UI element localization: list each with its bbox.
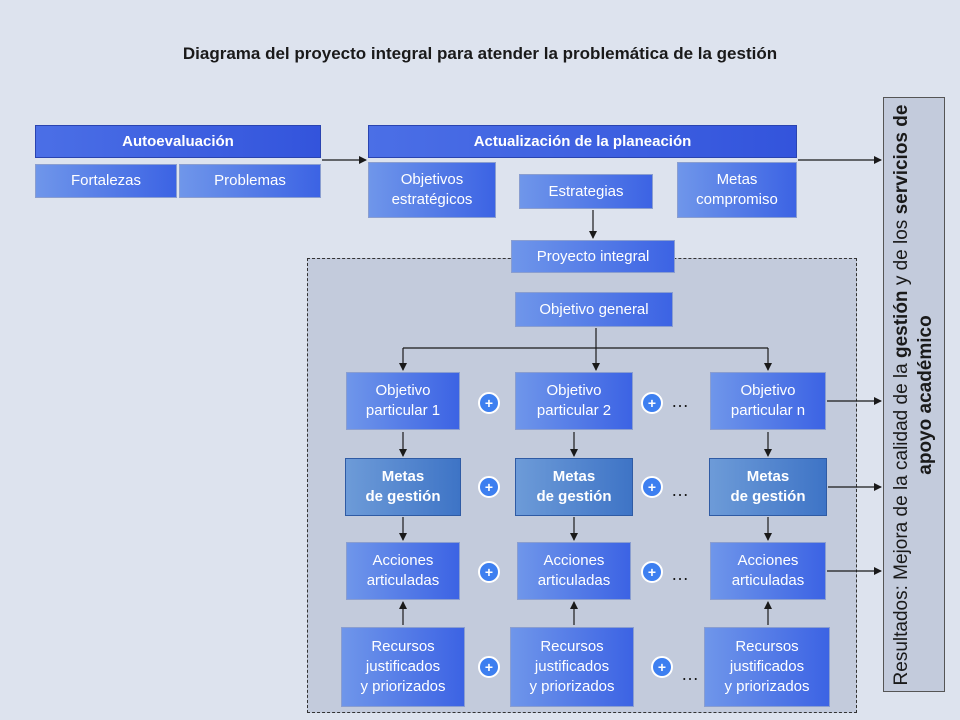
ellipsis: … (681, 664, 700, 684)
acciones-articuladas-2: Acciones articuladas (517, 542, 631, 600)
metas-gestion-1: Metas de gestión (345, 458, 461, 516)
plus-icon: + (641, 476, 663, 498)
plus-icon: + (478, 656, 500, 678)
plus-icon: + (478, 476, 500, 498)
metas-compromiso-box: Metas compromiso (677, 162, 797, 218)
resultados-box: Resultados: Mejora de la calidad de la g… (883, 97, 945, 692)
objetivo-general-box: Objetivo general (515, 292, 673, 327)
objetivo-particular-1: Objetivo particular 1 (346, 372, 460, 430)
plus-icon: + (478, 392, 500, 414)
objetivos-estrategicos-box: Objetivos estratégicos (368, 162, 496, 218)
ellipsis: … (671, 391, 690, 411)
diagram-title: Diagrama del proyecto integral para aten… (182, 44, 778, 63)
plus-icon: + (641, 392, 663, 414)
metas-gestion-n: Metas de gestión (709, 458, 827, 516)
problemas-box: Problemas (179, 164, 321, 198)
autoevaluacion-header: Autoevaluación (35, 125, 321, 158)
acciones-articuladas-n: Acciones articuladas (710, 542, 826, 600)
estrategias-box: Estrategias (519, 174, 653, 209)
recursos-justificados-1: Recursos justificados y priorizados (341, 627, 465, 707)
objetivo-particular-n: Objetivo particular n (710, 372, 826, 430)
recursos-justificados-n: Recursos justificados y priorizados (704, 627, 830, 707)
ellipsis: … (671, 564, 690, 584)
objetivo-particular-2: Objetivo particular 2 (515, 372, 633, 430)
ellipsis: … (671, 480, 690, 500)
recursos-justificados-2: Recursos justificados y priorizados (510, 627, 634, 707)
plus-icon: + (641, 561, 663, 583)
proyecto-integral-label: Proyecto integral (511, 240, 675, 273)
fortalezas-box: Fortalezas (35, 164, 177, 198)
acciones-articuladas-1: Acciones articuladas (346, 542, 460, 600)
plus-icon: + (651, 656, 673, 678)
planeacion-header: Actualización de la planeación (368, 125, 797, 158)
metas-gestion-2: Metas de gestión (515, 458, 633, 516)
plus-icon: + (478, 561, 500, 583)
